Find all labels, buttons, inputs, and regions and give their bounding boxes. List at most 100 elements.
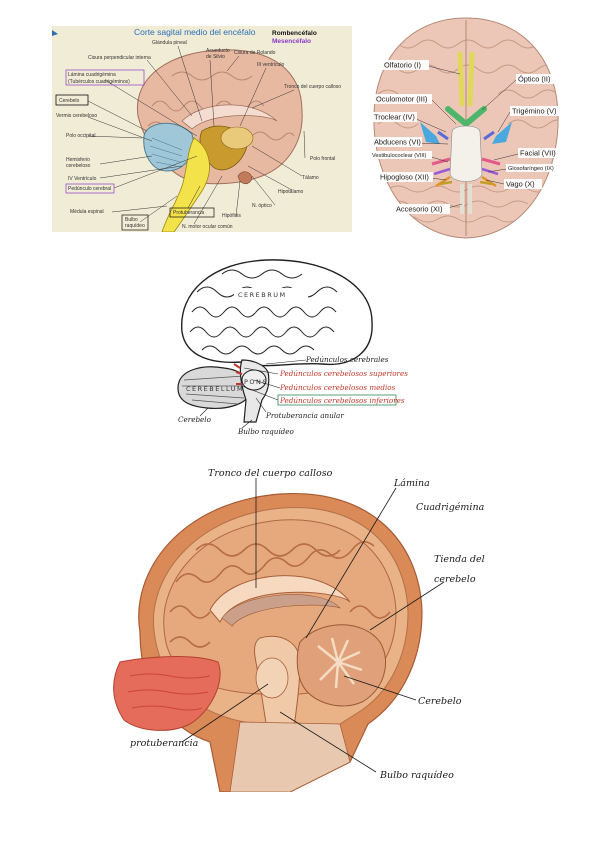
label-lamina-line1: Lámina <box>393 478 430 489</box>
label-tienda-line1: Tienda del <box>434 554 485 565</box>
head-sagittal-figure: Tronco del cuerpo calloso Lámina Cuadrig… <box>113 468 485 792</box>
vagus-nerves <box>435 175 497 188</box>
pons-bulge <box>255 657 289 699</box>
pons-stem <box>449 125 483 182</box>
label-glosofaringeo: Glosofaríngeo (IX) <box>508 166 554 172</box>
fig4-leader-lines <box>181 478 445 773</box>
label-pedunculo: Pedúnculo cerebral <box>68 186 111 192</box>
label-ped-inferiores: Pedúnculos cerebelosos inferiores <box>279 396 405 405</box>
thalamus-region <box>220 126 254 150</box>
box-bulbo <box>121 214 149 231</box>
label-troclear: Troclear (IV) <box>374 113 415 122</box>
box-cerebelo <box>55 94 89 106</box>
arbor-vitae <box>317 637 363 689</box>
label-bg <box>370 151 432 159</box>
pituitary <box>237 171 253 185</box>
corpus-callosum <box>181 104 278 130</box>
brain-line-drawing-figure: CEREBRUM CEREBELLUM PONS Pedúnculos cere… <box>177 259 408 436</box>
label-lamina-line2: (Tubérculos cuadrigéminos) <box>68 79 130 85</box>
label-cisura-rolando: Cisura de Rolando <box>234 50 276 56</box>
label-bulbo-fig3: Bulbo raquídeo <box>237 427 295 436</box>
label-protuberancia-fig4: protuberancia <box>130 738 199 749</box>
label-acueducto: Acueducto <box>206 48 230 54</box>
corpus-callosum <box>209 575 351 623</box>
label-bulbo-fig4: Bulbo raquídeo <box>379 770 454 781</box>
hypoglossal-nerves <box>439 180 493 186</box>
corner-marker <box>52 30 58 36</box>
cerebrum-outline <box>181 259 373 367</box>
box-lamina <box>65 69 145 86</box>
label-cerebelo-fig3: Cerebelo <box>178 415 212 424</box>
label-cerebellum: CEREBELLUM <box>186 385 244 393</box>
label-vago: Vago (X) <box>506 180 535 189</box>
nasal-cavity <box>113 656 221 731</box>
trigeminal-left <box>420 122 440 144</box>
label-bg <box>506 164 562 172</box>
box-pedunculo <box>65 183 115 194</box>
label-n-optico: N. óptico <box>252 203 272 209</box>
label-bulbo-line1: Bulbo <box>125 217 138 223</box>
label-bulbo-line2: raquídeo <box>125 223 145 229</box>
label-cerebelo-fig4: Cerebelo <box>418 696 462 707</box>
facial-nerves <box>431 157 501 166</box>
label-optico: Óptico (II) <box>518 75 550 84</box>
sagittal-section-figure: Corte sagital medio del encéfalo Rombenc… <box>52 26 352 232</box>
label-pons: PONS <box>244 378 268 386</box>
fig3-leader-lines <box>199 359 307 429</box>
legend-mesencefalo: Mesencéfalo <box>272 38 311 45</box>
label-tienda-line2: cerebelo <box>434 574 476 585</box>
label-bg <box>518 148 562 158</box>
label-tronco-calloso: Tronco del cuerpo calloso <box>208 468 333 479</box>
cranial-nerves-figure: Olfatorio (I) Óptico (II) Oculomotor (II… <box>370 17 562 239</box>
leader-lines <box>87 45 306 225</box>
label-protuberancia-anular: Protuberancia anular <box>265 411 344 420</box>
cerebrum-label-bg <box>234 288 308 300</box>
label-olfatorio: Olfatorio (I) <box>384 61 421 70</box>
label-cisura-perpendicular: Cisura perpendicular interna <box>88 55 151 61</box>
label-hemisferio-line1: Hemisferio <box>66 157 90 163</box>
label-medula: Médula espinal <box>70 209 104 215</box>
cerebellum-folia <box>149 137 183 167</box>
label-cerebelo: Cerebelo <box>59 98 80 104</box>
label-iii-ventriculo: III ventrículo <box>257 62 284 68</box>
label-hipotalamo: Hipotálamo <box>278 189 304 195</box>
label-glandula-pineal: Glándula pineal <box>152 40 187 46</box>
label-polo-occipital: Polo occipital <box>66 133 95 139</box>
red-peduncle-marks <box>233 363 243 385</box>
label-oculomotor: Oculomotor (III) <box>376 95 427 104</box>
label-lamina-line2: Cuadrigémina <box>416 502 485 513</box>
label-bg <box>378 172 433 182</box>
label-bg <box>382 60 429 70</box>
label-motor-ocular: N. motor ocular común <box>182 224 233 230</box>
label-trigemino: Trigémino (V) <box>512 107 557 116</box>
label-polo-frontal: Polo frontal <box>310 156 335 162</box>
label-protuberancia: Protuberancia <box>173 210 204 216</box>
label-ped-superiores: Pedúnculos cerebelosos superiores <box>279 369 408 378</box>
label-bg <box>372 112 417 122</box>
olfactory-nerve <box>457 51 475 107</box>
label-bg <box>374 94 432 104</box>
label-tronco-calloso: Tronco del cuerpo calloso <box>284 84 341 90</box>
label-hemisferio-line2: cerebeloso <box>66 163 91 169</box>
label-talamo: Tálamo <box>302 175 319 181</box>
label-iv-ventriculo: IV Ventrículo <box>68 176 97 182</box>
brain-gyri <box>169 541 391 648</box>
label-vestibulococlear: Vestibulococlear (VIII) <box>372 153 427 159</box>
box-protuberancia <box>169 207 215 218</box>
label-ped-medios: Pedúnculos cerebelosos medios <box>279 383 396 392</box>
label-abducens: Abducens (VI) <box>374 138 421 147</box>
nasal-folds <box>127 673 211 711</box>
label-bg <box>510 106 562 116</box>
label-vermis: Vermis cerebeloso <box>56 113 97 119</box>
label-pedunculos-cerebrales: Pedúnculos cerebrales <box>305 355 389 364</box>
label-lamina-line1: Lámina cuadrigémina <box>68 72 116 78</box>
brainstem <box>161 137 210 232</box>
box-ped-inferiores <box>277 394 397 406</box>
label-hipogloso: Hipogloso (XII) <box>380 173 429 182</box>
neck-tissue <box>229 721 351 792</box>
label-cerebrum: CEREBRUM <box>238 291 287 299</box>
label-facial: Facial (VII) <box>520 149 556 158</box>
label-bg <box>372 137 422 147</box>
figure-title: Corte sagital medio del encéfalo <box>134 27 256 37</box>
label-de-silvio: de Silvio <box>206 54 225 60</box>
